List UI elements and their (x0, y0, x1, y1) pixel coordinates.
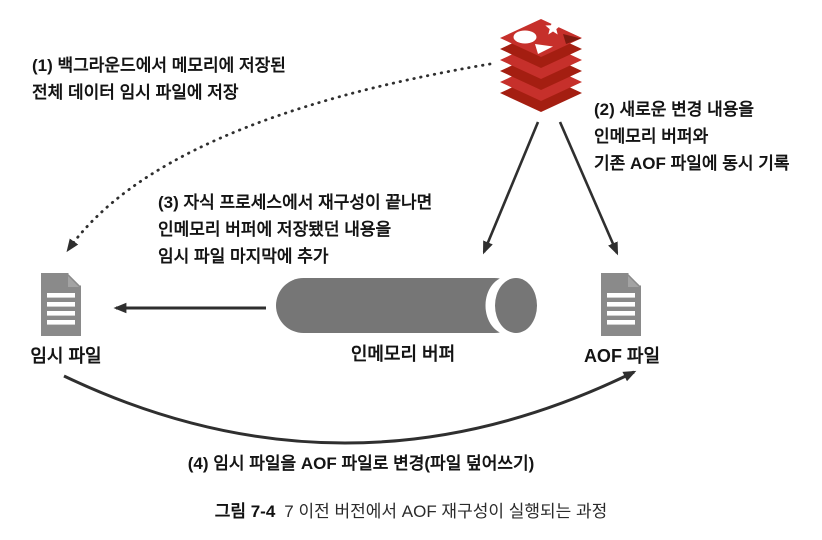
figure-caption-text: 7 이전 버전에서 AOF 재구성이 실행되는 과정 (284, 502, 608, 521)
step1-line2: 전체 데이터 임시 파일에 저장 (32, 83, 239, 102)
step3-line1: (3) 자식 프로세스에서 재구성이 끝나면 (158, 193, 433, 212)
figure-number: 그림 7-4 (214, 502, 276, 521)
step2-line1: (2) 새로운 변경 내용을 (594, 100, 755, 119)
triangle-shape (535, 44, 553, 54)
step2-line3: 기존 AOF 파일에 동시 기록 (594, 154, 790, 173)
document-lines (47, 293, 75, 325)
in-memory-buffer-shape (276, 276, 537, 335)
step3-annotation: (3) 자식 프로세스에서 재구성이 끝나면 인메모리 버퍼에 저장됐던 내용을… (158, 189, 432, 270)
step3-line2: 인메모리 버퍼에 저장됐던 내용을 (158, 220, 392, 239)
document-lines (607, 293, 635, 325)
buffer-label: 인메모리 버퍼 (350, 344, 456, 364)
step1-line1: (1) 백그라운드에서 메모리에 저장된 (32, 56, 286, 75)
solid-arrow-redis-to-aof (558, 121, 619, 256)
aof-file-label: AOF 파일 (583, 346, 661, 366)
temp-file-label: 임시 파일 (30, 346, 102, 366)
step2-annotation: (2) 새로운 변경 내용을 인메모리 버퍼와 기존 AOF 파일에 동시 기록 (594, 96, 790, 177)
temp-file-icon (41, 272, 82, 336)
step3-line3: 임시 파일 마지막에 추가 (158, 247, 329, 266)
solid-arrow-redis-to-buffer (482, 121, 540, 255)
redis-slabs (500, 19, 582, 112)
curved-arrow-step4 (63, 370, 637, 445)
redis-top-face-shapes (513, 20, 581, 54)
dark-triangle-shape (563, 34, 581, 44)
dotted-arrow-step1 (66, 62, 492, 253)
figure-caption: 그림 7-4 7 이전 버전에서 AOF 재구성이 실행되는 과정 (0, 497, 822, 522)
step1-annotation: (1) 백그라운드에서 메모리에 저장된 전체 데이터 임시 파일에 저장 (32, 52, 286, 106)
redis-logo-icon (500, 19, 582, 112)
step4-annotation: (4) 임시 파일을 AOF 파일로 변경(파일 덮어쓰기) (187, 454, 535, 473)
star-shape (545, 20, 561, 35)
aof-file-icon (601, 272, 642, 336)
ellipse-shape (513, 30, 537, 44)
step2-line2: 인메모리 버퍼와 (594, 127, 709, 146)
